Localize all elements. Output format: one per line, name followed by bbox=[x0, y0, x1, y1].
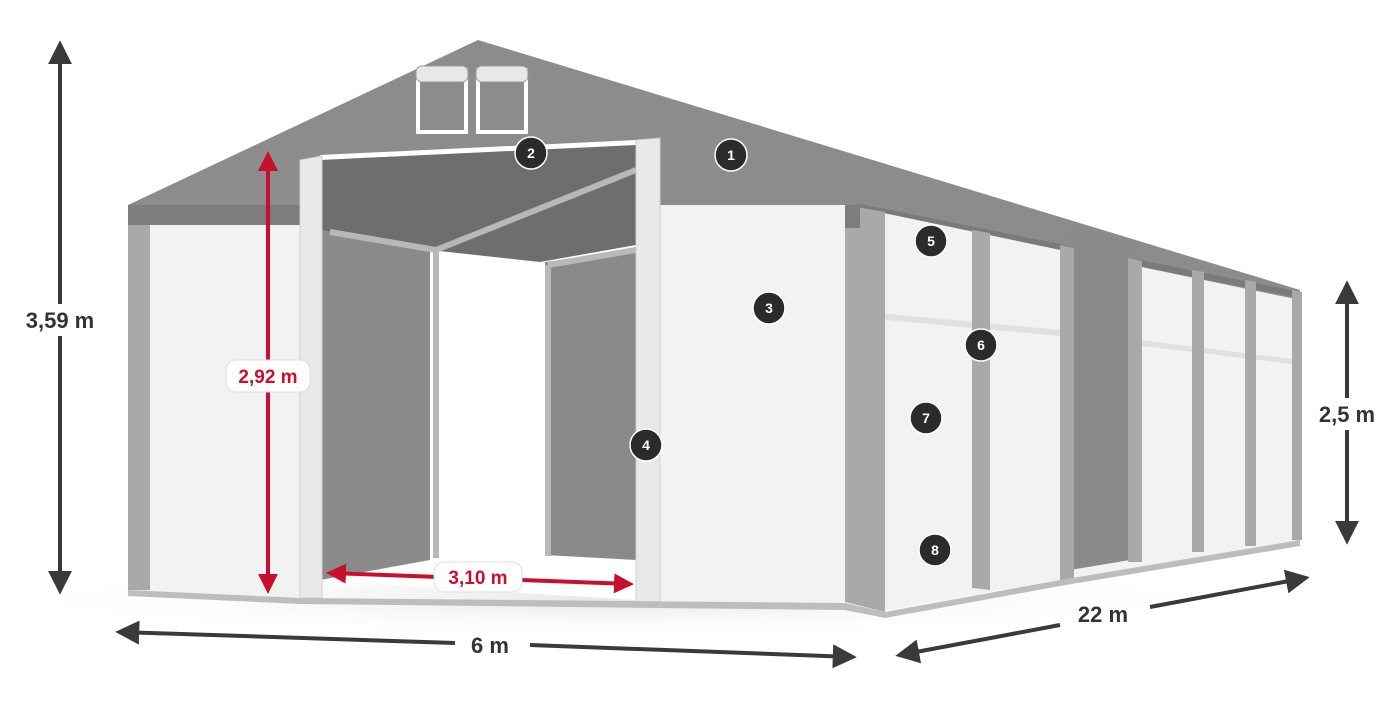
svg-text:3: 3 bbox=[765, 300, 773, 316]
door-width-label-bg bbox=[433, 561, 523, 593]
gable-windows bbox=[415, 65, 529, 134]
marker-5: 5 bbox=[914, 224, 948, 258]
marker-1: 1 bbox=[714, 138, 748, 172]
svg-text:1: 1 bbox=[727, 147, 735, 163]
side-height-label: 2,5 m bbox=[1319, 402, 1375, 427]
svg-text:6: 6 bbox=[977, 337, 985, 353]
length-label: 22 m bbox=[1078, 602, 1128, 627]
width-line-right bbox=[529, 643, 857, 669]
interior-left-wall bbox=[320, 230, 430, 580]
base-strip bbox=[128, 540, 1300, 618]
marker-6: 6 bbox=[964, 328, 998, 362]
length-line-right bbox=[1149, 569, 1310, 609]
door-curtain-right bbox=[635, 137, 661, 606]
side-opening bbox=[1070, 225, 1130, 570]
marker-3: 3 bbox=[752, 291, 786, 325]
svg-text:8: 8 bbox=[931, 542, 939, 558]
width-line-left bbox=[115, 620, 456, 645]
marker-4: 4 bbox=[629, 428, 663, 462]
svg-text:4: 4 bbox=[642, 437, 650, 453]
interior-back-wall bbox=[545, 250, 636, 560]
door-curtain-left bbox=[299, 155, 323, 599]
interior-ceiling bbox=[320, 145, 636, 262]
side-posts bbox=[845, 205, 1302, 612]
marker-2: 2 bbox=[514, 136, 548, 170]
interior-frame bbox=[329, 167, 638, 558]
marker-7: 7 bbox=[909, 401, 943, 435]
total-height-label-bg bbox=[20, 304, 102, 336]
length-line-left bbox=[895, 623, 1061, 664]
total-height-label: 3,59 m bbox=[26, 308, 95, 333]
marker-8: 8 bbox=[918, 533, 952, 567]
svg-text:5: 5 bbox=[927, 233, 935, 249]
front-left-post bbox=[128, 225, 150, 590]
width-label: 6 m bbox=[471, 633, 509, 658]
front-left-wall bbox=[128, 225, 300, 598]
svg-text:2: 2 bbox=[527, 145, 535, 161]
side-height-label-bg bbox=[1308, 398, 1388, 430]
front-right-wall bbox=[660, 205, 845, 602]
svg-text:7: 7 bbox=[922, 410, 930, 426]
door-width-label: 3,10 m bbox=[448, 568, 507, 589]
door-height-label: 2,92 m bbox=[238, 367, 297, 388]
door-height-label-bg bbox=[225, 359, 311, 393]
